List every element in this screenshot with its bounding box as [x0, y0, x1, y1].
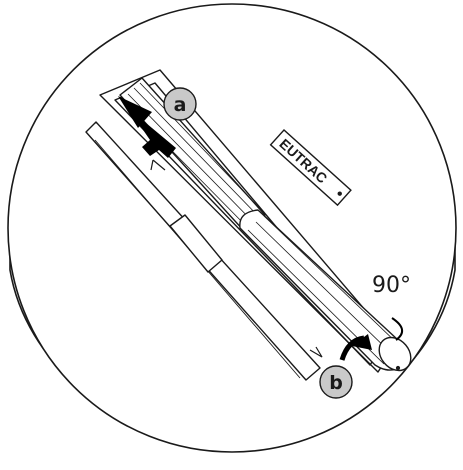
rotate-arrow-icon	[339, 317, 403, 361]
track-detail-arrows	[150, 159, 323, 358]
step-b-badge: b	[319, 365, 353, 399]
adapter-body	[119, 77, 412, 372]
step-a-badge: a	[163, 87, 197, 121]
round-canopy	[7, 3, 457, 453]
step-b-label: b	[329, 372, 343, 394]
rotation-label: 90°	[372, 273, 411, 298]
step-a-label: a	[174, 94, 187, 116]
arrow-up-left-icon	[118, 96, 176, 158]
